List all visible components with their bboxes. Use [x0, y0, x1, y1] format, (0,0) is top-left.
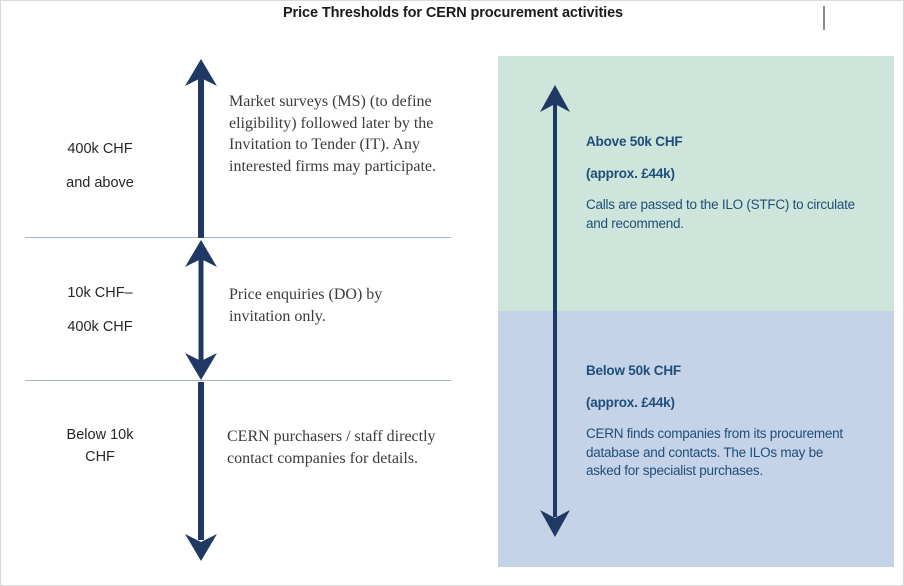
up-arrow-icon-high-tier	[185, 59, 217, 238]
tier-label-low: Below 10k CHF	[25, 424, 175, 468]
tier-label-mid-line2: 400k CHF	[67, 319, 133, 335]
page-title: Price Thresholds for CERN procurement ac…	[282, 5, 624, 21]
panel-section-below-50k-background	[498, 311, 894, 567]
tier-description-mid: Price enquiries (DO) by invitation only.	[229, 286, 383, 325]
right-panel: Above 50k CHF (approx. £44k) Calls are p…	[498, 56, 894, 567]
tier-description-high: Market surveys (MS) (to define eligibili…	[229, 93, 437, 175]
double-headed-arrow-icon-panel	[540, 85, 570, 537]
panel-body-below-50k: CERN finds companies from its procuremen…	[586, 426, 843, 478]
tier-description-low: CERN purchasers / staff directly contact…	[227, 428, 436, 467]
tier-label-low-line1: Below 10k	[66, 427, 134, 443]
tier-divider-lower	[25, 380, 451, 381]
panel-block-below-50k: Below 50k CHF (approx. £44k) CERN finds …	[586, 363, 856, 481]
tier-label-low-line2: CHF	[85, 449, 115, 465]
panel-body-above-50k: Calls are passed to the ILO (STFC) to ci…	[586, 197, 855, 231]
tier-label-high-line2: and above	[66, 175, 134, 191]
down-arrow-icon-low-tier	[185, 382, 217, 561]
tier-label-mid-line1: 10k CHF–	[67, 285, 133, 301]
panel-approx-above-50k: (approx. £44k)	[586, 166, 675, 181]
panel-approx-below-50k: (approx. £44k)	[586, 395, 675, 410]
panel-section-above-50k-background	[498, 56, 894, 311]
tier-divider-upper	[25, 237, 451, 238]
text-cursor-caret	[823, 6, 825, 30]
tier-label-high-line1: 400k CHF	[67, 141, 133, 157]
double-headed-arrow-icon-mid-tier	[185, 240, 217, 380]
tier-label-mid: 10k CHF– 400k CHF	[25, 276, 175, 344]
panel-heading-above-50k: Above 50k CHF	[586, 134, 683, 149]
tier-label-high: 400k CHF and above	[25, 132, 175, 200]
panel-heading-below-50k: Below 50k CHF	[586, 363, 681, 378]
panel-block-above-50k: Above 50k CHF (approx. £44k) Calls are p…	[586, 134, 856, 233]
